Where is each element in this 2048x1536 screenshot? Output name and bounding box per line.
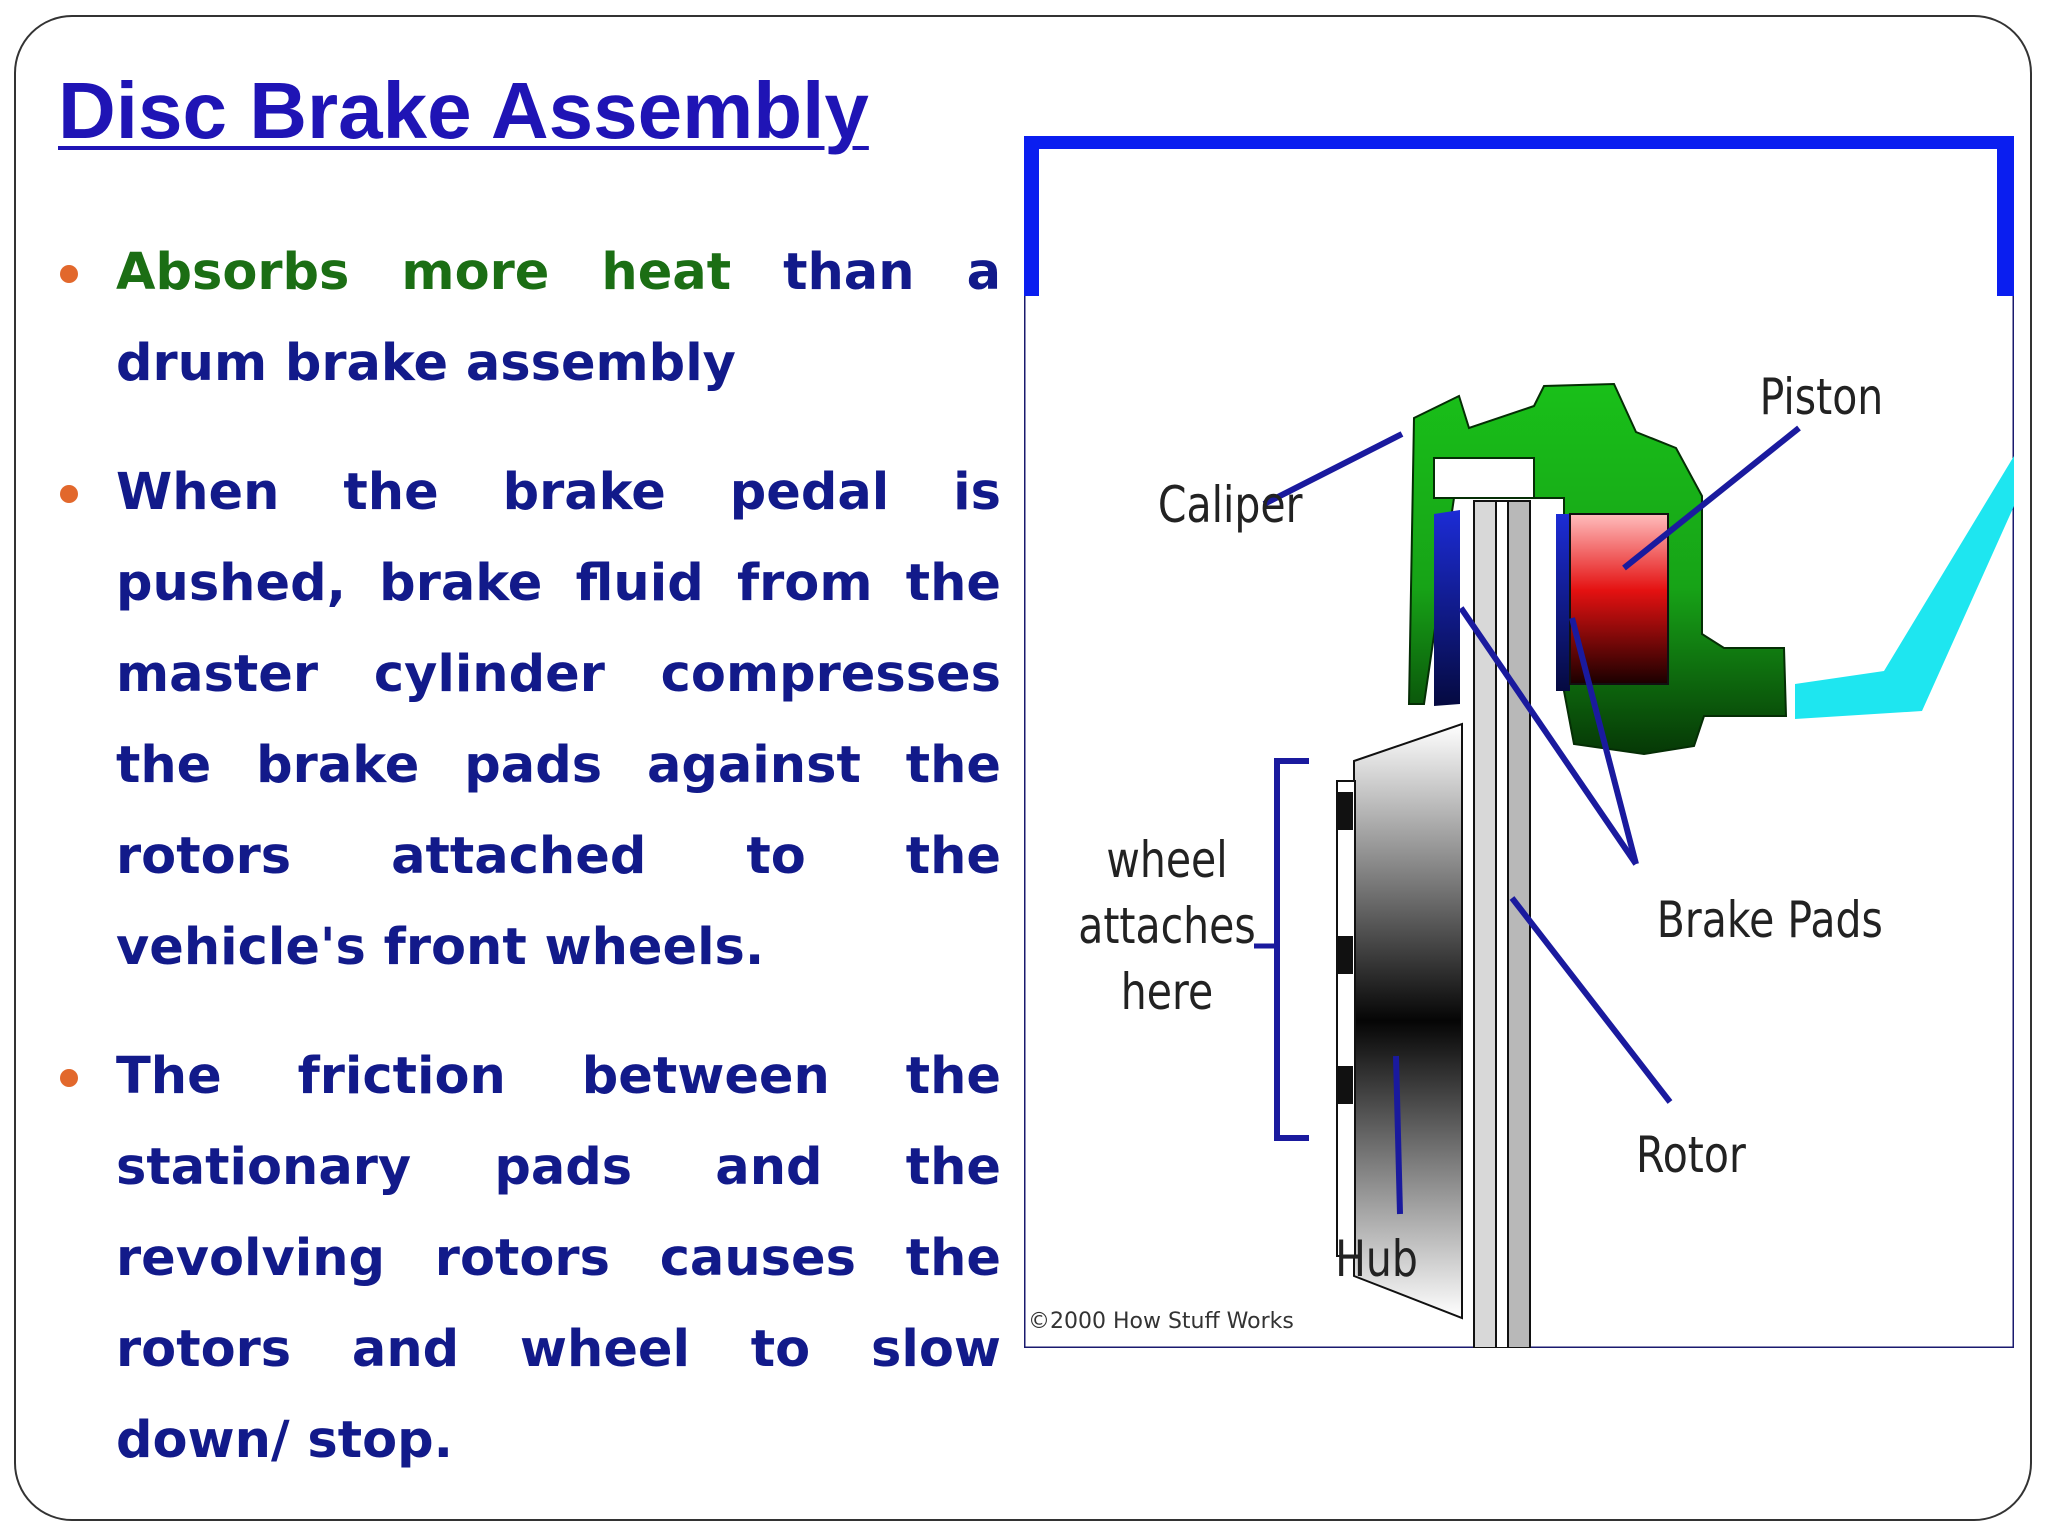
- rotor-vane: [1495, 500, 1509, 1348]
- wheel-stud: [1337, 792, 1353, 830]
- hub-flange: [1336, 780, 1356, 1257]
- caliper-label: Caliper: [1158, 476, 1303, 534]
- brake-pad-outer: [1556, 514, 1570, 691]
- disc-brake-diagram: Caliper Piston wheel attaches here Brake…: [1024, 136, 2014, 1348]
- bullet-dot-icon: [60, 485, 78, 503]
- hub: [1353, 722, 1463, 1320]
- bullet-dot-icon: [60, 265, 78, 283]
- piston-label: Piston: [1760, 368, 1884, 426]
- wheel-stud: [1337, 936, 1353, 974]
- bullet-dot-icon: [60, 1069, 78, 1087]
- bullet-text: The friction between the stationary pads…: [116, 1047, 1001, 1470]
- brake-pad-inner: [1434, 510, 1460, 706]
- bullet-text: than a drum brake assembly: [116, 243, 1001, 393]
- slide: Disc Brake Assembly Absorbs more heat th…: [14, 15, 2032, 1521]
- bullet-item: When the brake pedal is pushed, brake fl…: [56, 447, 1001, 993]
- wheel-label-line1: wheel: [1106, 831, 1227, 889]
- rotor-leader: [1509, 896, 1673, 1104]
- bullet-item: Absorbs more heat than a drum brake asse…: [56, 227, 1001, 409]
- rotor-label: Rotor: [1636, 1126, 1746, 1184]
- bullet-highlight: Absorbs more heat: [116, 243, 732, 302]
- brake-pads-label: Brake Pads: [1657, 891, 1883, 949]
- wheel-stud: [1337, 1066, 1353, 1104]
- bullet-text: When the brake pedal is pushed, brake fl…: [116, 463, 1001, 977]
- piston-leader: [1622, 425, 1801, 571]
- wheel-label-line2: attaches: [1078, 897, 1256, 955]
- copyright-text: ©2000 How Stuff Works: [1028, 1309, 1294, 1334]
- caliper-leader: [1262, 431, 1404, 507]
- bullet-item: The friction between the stationary pads…: [56, 1031, 1001, 1486]
- brake-fluid-line: [1795, 456, 2014, 719]
- caliper-bridge-gap: [1433, 457, 1535, 499]
- hub-leader: [1393, 1055, 1403, 1215]
- bullet-list: Absorbs more heat than a drum brake asse…: [56, 227, 1001, 1519]
- rotor-outer: [1507, 500, 1531, 1348]
- diagram-svg: Caliper Piston wheel attaches here Brake…: [1024, 136, 2014, 1348]
- brake-pad-leader: [1569, 617, 1639, 865]
- frame-top-border: [1024, 136, 2014, 296]
- wheel-label-line3: here: [1121, 963, 1213, 1021]
- brake-pad-leader: [1458, 606, 1639, 866]
- wheel-bracket: [1274, 758, 1309, 1141]
- slide-title: Disc Brake Assembly: [58, 66, 869, 155]
- hub-label: Hub: [1335, 1230, 1418, 1288]
